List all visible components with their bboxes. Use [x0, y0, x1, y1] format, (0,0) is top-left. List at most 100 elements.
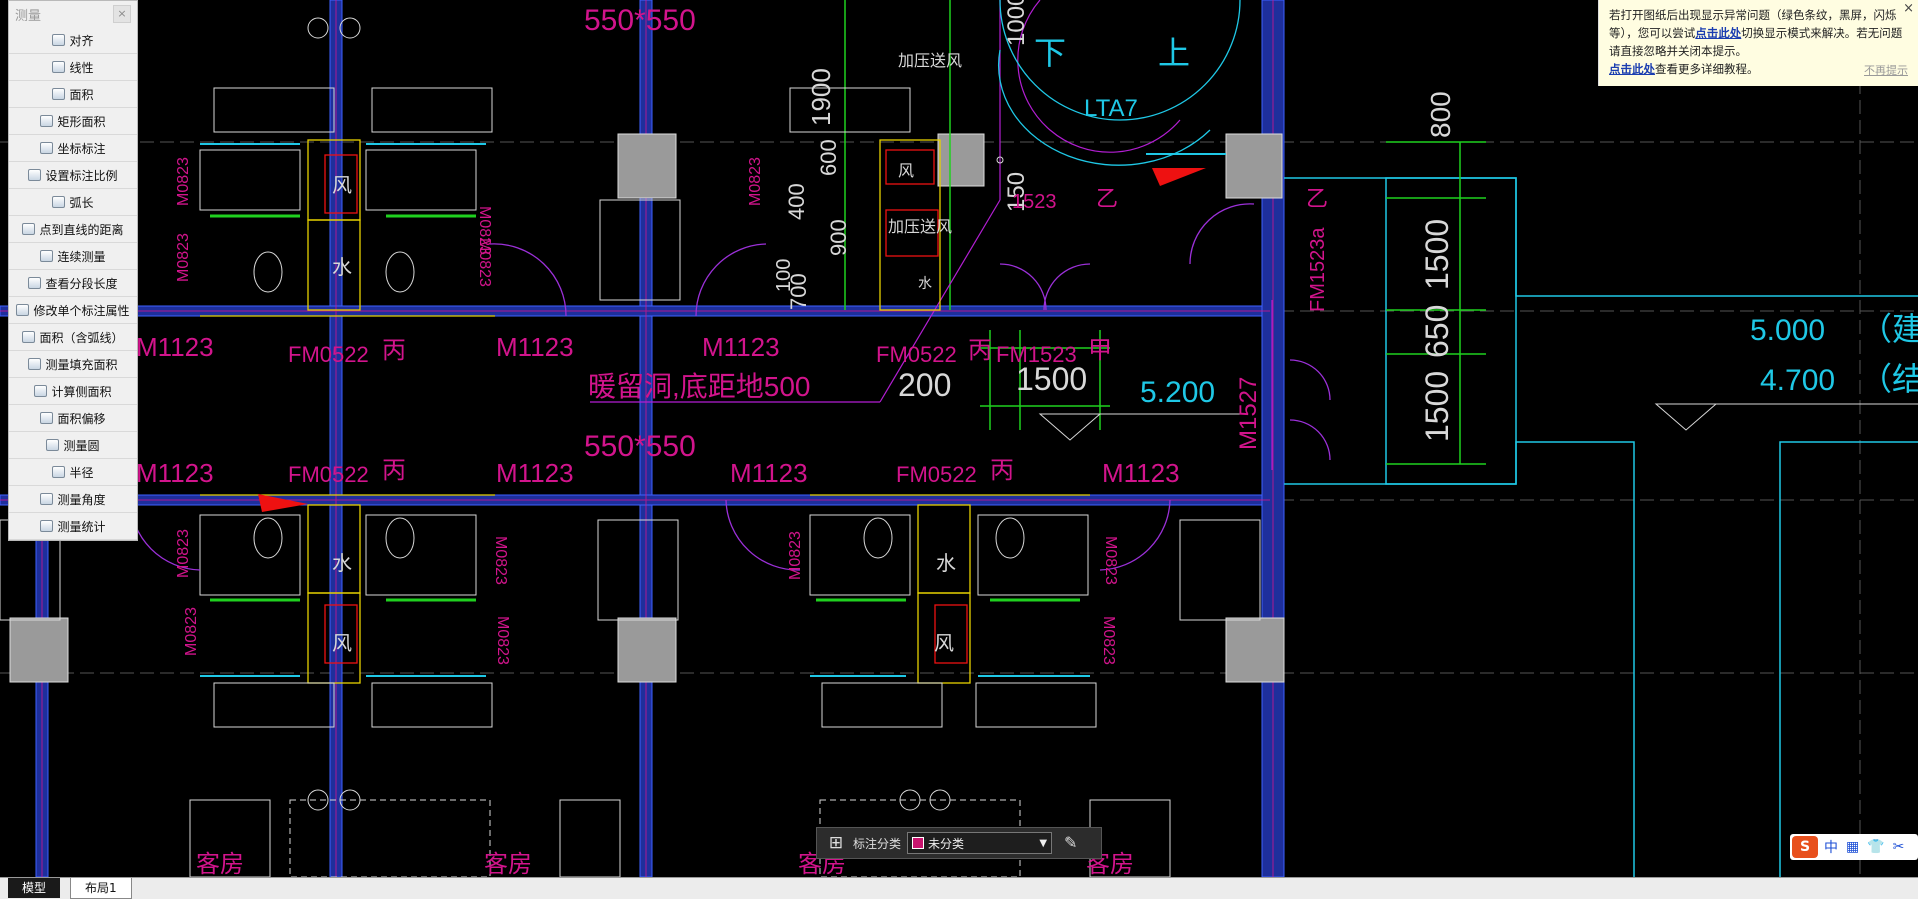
measure-item-6[interactable]: 弧长 [9, 189, 137, 216]
arc-area-icon [22, 331, 36, 343]
angle-icon [40, 493, 54, 505]
measure-item-15[interactable]: 测量圆 [9, 432, 137, 459]
dim-550-top: 550*550 [584, 4, 696, 37]
scale-icon [28, 169, 42, 181]
coordinate-icon [40, 142, 54, 154]
dim-900: 900 [826, 219, 851, 256]
measure-item-17[interactable]: 测量角度 [9, 486, 137, 513]
measure-item-label: 测量统计 [57, 519, 106, 534]
label-bing-4: 丙 [990, 457, 1014, 484]
label-jiayafeng-1: 加压送风 [898, 52, 962, 70]
dim-650: 650 [1419, 305, 1455, 358]
measure-item-7[interactable]: 点到直线的距离 [9, 216, 137, 243]
sogou-logo-icon: S [1792, 836, 1818, 858]
cad-drawing-canvas[interactable]: 550*550 550*550 LTA7 下 上 加压送风 加压送风 风 风 风… [0, 0, 1918, 877]
grid-icon[interactable]: ⊞ [828, 833, 844, 853]
label-feng-1: 风 [332, 175, 352, 197]
label-kefang-1: 客房 [196, 851, 244, 877]
dim-1500-v1: 1500 [1419, 219, 1455, 290]
tab-layout1[interactable]: 布局1 [70, 878, 132, 899]
label-bing-1: 丙 [382, 337, 406, 364]
label-m0823-6: M0823 [175, 529, 192, 578]
dim-1000: 1000 [1003, 0, 1030, 46]
annotation-category-select[interactable]: 未分类 ▼ [907, 832, 1053, 854]
label-fm0522-b: FM0522 [876, 342, 957, 367]
label-m1123-a: M1123 [136, 332, 214, 362]
tip-text-3: 查看更多详细教程。 [1655, 62, 1759, 76]
measure-item-label: 设置标注比例 [45, 168, 118, 183]
label-yi-1: 乙 [1096, 186, 1118, 211]
measure-item-1[interactable]: 线性 [9, 54, 137, 81]
annotation-toolbar: ⊞ 标注分类 未分类 ▼ ✎ [816, 827, 1102, 859]
label-fm0522-c: FM0522 [288, 462, 369, 487]
label-shui-small: 水 [918, 275, 932, 291]
label-m0823-5: M0823 [747, 157, 764, 206]
tip-link-switch-mode[interactable]: 点击此处 [1695, 26, 1742, 40]
ime-mode[interactable]: 中 [1824, 840, 1838, 856]
measure-item-label: 连续测量 [57, 249, 106, 264]
label-jia: 甲 [1088, 337, 1112, 364]
measure-item-9[interactable]: 查看分段长度 [9, 270, 137, 297]
elev-5000: 5.000 [1750, 314, 1825, 347]
measure-panel-header[interactable]: 测量 × [9, 1, 137, 27]
measure-item-8[interactable]: 连续测量 [9, 243, 137, 270]
label-m1123-f: M1123 [730, 458, 808, 488]
tip-close-icon[interactable]: × [1903, 1, 1914, 16]
measure-item-18[interactable]: 测量统计 [9, 513, 137, 540]
measure-item-label: 半径 [69, 465, 94, 480]
measure-item-4[interactable]: 坐标标注 [9, 135, 137, 162]
label-feng-small: 风 [898, 163, 914, 180]
measure-item-0[interactable]: 对齐 [9, 27, 137, 54]
scissors-icon[interactable]: ✂ [1892, 839, 1905, 855]
label-m1123-d: M1123 [136, 458, 214, 488]
measure-item-label: 修改单个标注属性 [33, 303, 130, 318]
measure-item-label: 矩形面积 [57, 114, 106, 129]
measure-item-label: 测量角度 [57, 492, 106, 507]
tip-dismiss-link[interactable]: 不再提示 [1864, 64, 1908, 77]
measure-item-11[interactable]: 面积（含弧线） [9, 324, 137, 351]
label-m0823-8: M0823 [787, 531, 804, 580]
measure-item-label: 面积（含弧线） [39, 330, 124, 345]
rect-area-icon [40, 115, 54, 127]
label-kefang-2: 客房 [484, 851, 532, 877]
close-icon[interactable]: × [113, 5, 131, 23]
area-offset-icon [40, 412, 54, 424]
label-m0823-1: M0823 [175, 157, 192, 206]
measure-item-10[interactable]: 修改单个标注属性 [9, 297, 137, 324]
label-m1527: M1527 [1235, 377, 1262, 450]
linear-measure-icon [52, 61, 66, 73]
label-m1123-b: M1123 [496, 332, 574, 362]
label-m0823-3: M0823 [175, 233, 192, 282]
dim-700: 700 [786, 273, 811, 310]
ime-toolbar[interactable]: S 中 ▦ 👕 ✂ [1790, 834, 1918, 860]
tip-text-2: 切换显示模式来解决。若无问题请直接忽略并关闭本提示。 [1609, 26, 1903, 58]
label-fm1523: FM1523 [996, 342, 1077, 367]
label-xia: 下 [1034, 35, 1066, 71]
label-m1123-g: M1123 [1102, 458, 1180, 488]
label-jiayafeng-2: 加压送风 [888, 218, 952, 236]
measure-item-16[interactable]: 半径 [9, 459, 137, 486]
shirt-icon[interactable]: 👕 [1867, 839, 1885, 855]
measure-item-5[interactable]: 设置标注比例 [9, 162, 137, 189]
category-color-swatch [912, 837, 925, 849]
measure-item-label: 对齐 [69, 33, 94, 48]
dim-800: 800 [1425, 91, 1456, 138]
area-icon [52, 88, 66, 100]
measure-item-3[interactable]: 矩形面积 [9, 108, 137, 135]
measure-item-label: 坐标标注 [57, 141, 106, 156]
measure-item-label: 面积 [69, 87, 94, 102]
edit-icon[interactable]: ✎ [1064, 833, 1078, 852]
measure-item-2[interactable]: 面积 [9, 81, 137, 108]
measure-item-13[interactable]: 计算侧面积 [9, 378, 137, 405]
label-m0823-4: M0823 [476, 238, 493, 287]
layout-tabbar: 模型 布局1 [0, 877, 1918, 899]
keyboard-icon[interactable]: ▦ [1846, 839, 1860, 855]
fill-area-icon [28, 358, 42, 370]
tab-model[interactable]: 模型 [8, 878, 61, 898]
measure-item-12[interactable]: 测量填充面积 [9, 351, 137, 378]
label-1523: 1523 [1012, 191, 1057, 213]
tip-link-tutorial[interactable]: 点击此处 [1609, 62, 1655, 76]
measure-item-14[interactable]: 面积偏移 [9, 405, 137, 432]
dim-150: 150 [1003, 172, 1030, 212]
label-shui-1: 水 [332, 256, 352, 279]
